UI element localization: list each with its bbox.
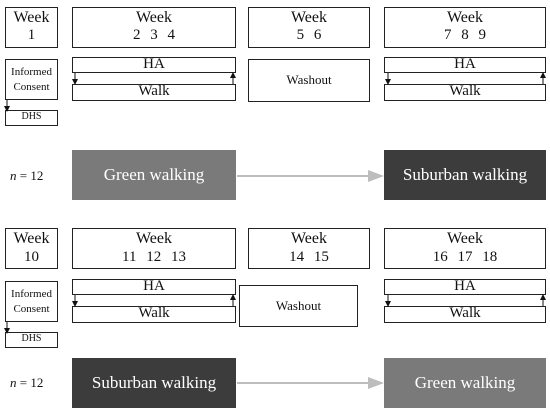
block2-dhs-box bbox=[5, 332, 58, 348]
block1-week-5-6-nums: 5 6 bbox=[296, 27, 322, 43]
block1-week-5-6-title: Week bbox=[290, 9, 328, 26]
block2-dhs-label: DHS bbox=[21, 333, 42, 344]
block1-week-7-9-nums: 7 8 9 bbox=[444, 27, 486, 43]
block2-walk-box bbox=[72, 306, 236, 323]
block2-consent-box bbox=[5, 281, 58, 322]
block2-ha-box-2 bbox=[384, 279, 546, 295]
block1-consent-line1: Informed bbox=[11, 66, 52, 78]
block1-walk-label-2: Walk bbox=[449, 83, 481, 99]
block2-walk-label: Walk bbox=[138, 305, 170, 321]
block2-week-16-18-box bbox=[384, 228, 546, 269]
block2-n-var: n bbox=[10, 375, 17, 390]
block2-banner-right: Green walking bbox=[384, 358, 546, 408]
block1-walk-label: Walk bbox=[138, 83, 170, 99]
block1-week-1-title: Week bbox=[13, 9, 50, 26]
block2-week-14-15-box bbox=[248, 228, 370, 269]
block2-week-16-18-nums: 16 17 18 bbox=[432, 249, 498, 265]
block2-banner-left: Suburban walking bbox=[72, 358, 236, 408]
block2-consent-line1: Informed bbox=[11, 288, 52, 300]
block1-walk-box-2 bbox=[384, 84, 546, 101]
block1-ha-box-2 bbox=[384, 57, 546, 73]
block2-consent-line2: Consent bbox=[13, 303, 50, 315]
block1-dhs-box bbox=[5, 110, 58, 126]
block1-week-2-4-box bbox=[72, 7, 236, 48]
block2-washout-box bbox=[239, 285, 358, 327]
block1-week-7-9-title: Week bbox=[446, 9, 484, 26]
block1-washout-box bbox=[248, 59, 370, 102]
block1-banner-left: Green walking bbox=[72, 150, 236, 200]
block2-week-14-15-nums: 14 15 bbox=[289, 249, 329, 265]
block1-n-rest: = 12 bbox=[16, 168, 44, 183]
block2-walk-box-2 bbox=[384, 306, 546, 323]
block2-week-10-nums: 10 bbox=[24, 249, 39, 265]
block2-ha-box bbox=[72, 279, 236, 295]
block1-dhs-label: DHS bbox=[21, 111, 42, 122]
block1-week-1-box bbox=[5, 7, 58, 48]
block1-week-5-6-box bbox=[248, 7, 370, 48]
block1-n-var: n bbox=[10, 168, 17, 183]
block2-washout-label: Washout bbox=[275, 298, 322, 313]
block1-ha-label-2: HA bbox=[454, 56, 476, 72]
block2-ha-label-2: HA bbox=[454, 278, 476, 294]
block2-week-11-13-nums: 11 12 13 bbox=[122, 249, 186, 265]
block1-week-2-4-title: Week bbox=[135, 9, 173, 26]
block2-week-14-15-title: Week bbox=[290, 230, 328, 247]
block2-walk-label-2: Walk bbox=[449, 305, 481, 321]
block1-washout-label: Washout bbox=[286, 72, 332, 87]
block2-week-10-title: Week bbox=[13, 230, 50, 247]
block1-ha-box bbox=[72, 57, 236, 73]
block2-week-11-13-title: Week bbox=[135, 230, 173, 247]
block1-walk-box bbox=[72, 84, 236, 101]
block2-week-16-18-title: Week bbox=[446, 230, 484, 247]
block1-banner-right: Suburban walking bbox=[384, 150, 546, 200]
block2-n-rest: = 12 bbox=[16, 375, 44, 390]
block1-week-1-nums: 1 bbox=[27, 27, 36, 43]
block1-consent-box bbox=[5, 59, 58, 100]
block2-week-10-box bbox=[5, 228, 58, 269]
block2-week-11-13-box bbox=[72, 228, 236, 269]
block2-ha-label: HA bbox=[143, 278, 165, 294]
block1-ha-label: HA bbox=[143, 56, 165, 72]
block1-week-2-4-nums: 2 3 4 bbox=[133, 27, 175, 43]
block1-n-label: n = 12 bbox=[10, 168, 43, 184]
block2-n-label: n = 12 bbox=[10, 375, 43, 391]
block1-consent-line2: Consent bbox=[13, 81, 50, 93]
block1-week-7-9-box bbox=[384, 7, 546, 48]
